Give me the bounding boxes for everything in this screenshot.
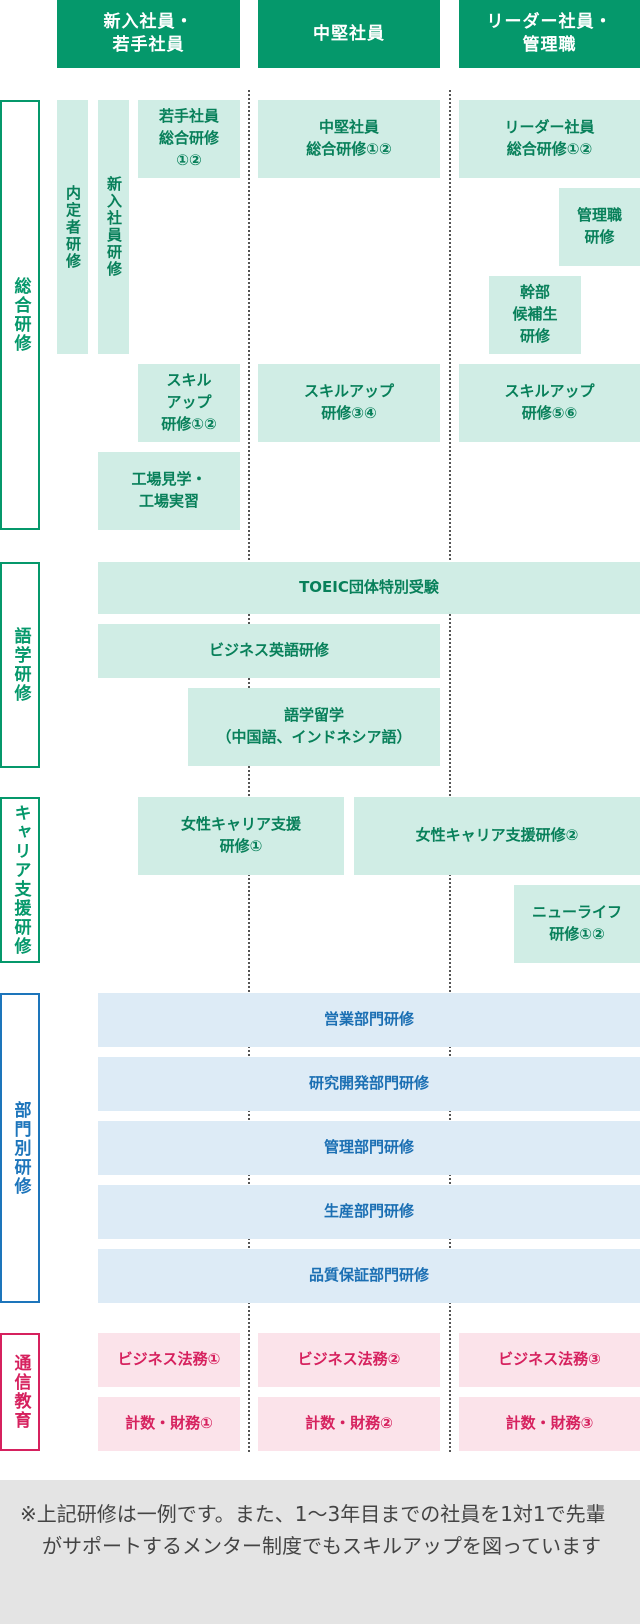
box-skillup-1-2: スキル アップ 研修①② — [138, 364, 240, 442]
category-career: キャリア支援研修 — [0, 797, 40, 963]
column-divider-2 — [449, 90, 451, 1452]
box-finance-1: 計数・財務① — [98, 1397, 240, 1451]
box-finance-3: 計数・財務③ — [459, 1397, 640, 1451]
box-toeic: TOEIC団体特別受験 — [98, 562, 640, 614]
header-leader-manager: リーダー社員・ 管理職 — [459, 0, 640, 68]
box-new-employee-label: 新入社員研修 — [105, 176, 123, 278]
box-manager-training: 管理職 研修 — [559, 188, 640, 266]
box-production-dept: 生産部門研修 — [98, 1185, 640, 1239]
box-qa-dept: 品質保証部門研修 — [98, 1249, 640, 1303]
category-language: 語学研修 — [0, 562, 40, 768]
box-factory-tour: 工場見学・ 工場実習 — [98, 452, 240, 530]
footnote-text: ※上記研修は一例です。また、1～3年目までの社員を1対1で先輩がサポートするメン… — [20, 1502, 606, 1558]
box-women-career-2: 女性キャリア支援研修② — [354, 797, 640, 875]
box-women-career-1: 女性キャリア支援 研修① — [138, 797, 344, 875]
category-department: 部門別研修 — [0, 993, 40, 1303]
box-business-english: ビジネス英語研修 — [98, 624, 440, 678]
category-general-label: 総合研修 — [10, 277, 31, 353]
box-new-employee-training: 新入社員研修 — [98, 100, 129, 354]
box-executive-candidate-training: 幹部 候補生 研修 — [489, 276, 581, 354]
box-leader-general-training: リーダー社員 総合研修①② — [459, 100, 640, 178]
box-finance-2: 計数・財務② — [258, 1397, 440, 1451]
box-business-law-2: ビジネス法務② — [258, 1333, 440, 1387]
box-rnd-dept: 研究開発部門研修 — [98, 1057, 640, 1111]
box-business-law-3: ビジネス法務③ — [459, 1333, 640, 1387]
box-mid-general-training: 中堅社員 総合研修①② — [258, 100, 440, 178]
box-skillup-5-6: スキルアップ 研修⑤⑥ — [459, 364, 640, 442]
box-naitei-label: 内定者研修 — [64, 184, 82, 270]
category-general: 総合研修 — [0, 100, 40, 530]
box-skillup-3-4: スキルアップ 研修③④ — [258, 364, 440, 442]
box-study-abroad: 語学留学 （中国語、インドネシア語） — [188, 688, 440, 766]
box-new-life: ニューライフ 研修①② — [514, 885, 640, 963]
box-management-dept: 管理部門研修 — [98, 1121, 640, 1175]
column-divider-1 — [248, 90, 250, 1452]
category-language-label: 語学研修 — [10, 627, 31, 703]
box-naitei-training: 内定者研修 — [57, 100, 88, 354]
category-correspondence: 通信教育 — [0, 1333, 40, 1451]
footnote-panel: ※上記研修は一例です。また、1～3年目までの社員を1対1で先輩がサポートするメン… — [0, 1480, 640, 1624]
box-business-law-1: ビジネス法務① — [98, 1333, 240, 1387]
category-career-label: キャリア支援研修 — [10, 804, 31, 956]
box-young-general-training: 若手社員 総合研修 ①② — [138, 100, 240, 178]
box-sales-dept: 営業部門研修 — [98, 993, 640, 1047]
category-department-label: 部門別研修 — [10, 1100, 31, 1196]
header-mid-career: 中堅社員 — [258, 0, 440, 68]
header-new-young: 新入社員・ 若手社員 — [57, 0, 240, 68]
category-correspondence-label: 通信教育 — [10, 1354, 31, 1430]
